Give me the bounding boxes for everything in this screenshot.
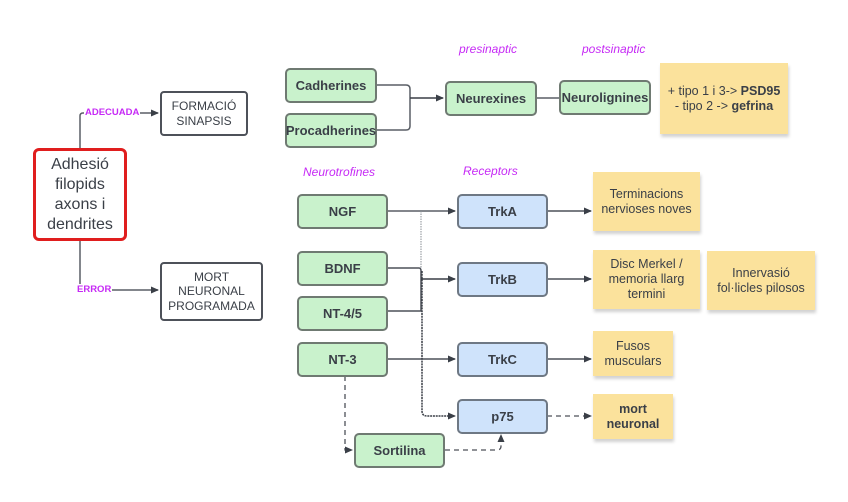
mort-line-3: PROGRAMADA [168,298,255,313]
formacio-line-2: SINAPSIS [176,113,232,128]
node-mort-neuronal-programada[interactable]: MORT NEURONAL PROGRAMADA [160,262,263,321]
node-trka[interactable]: TrkA [457,194,548,229]
edge-nt3-sortilina [344,376,353,454]
node-nt3[interactable]: NT-3 [297,342,388,377]
root-line-4: dendrites [47,215,113,233]
node-bdnf[interactable]: BDNF [297,251,388,286]
node-neurexines[interactable]: Neurexines [445,81,537,116]
trkb-effect-line-3: termini [627,287,666,301]
mort-line-2: NEURONAL [178,284,245,299]
trkc-effect-line-2: musculars [604,353,662,368]
sticky-note-psd95-gefrina[interactable]: + tipo 1 i 3-> PSD95 - tipo 2 -> gefrina [660,63,788,134]
edge-sortilina-p75 [445,434,505,451]
edge-label-error: ERROR [76,284,113,295]
edge-label-adecuada: ADECUADA [84,107,141,118]
label-postsinaptic: postsinaptic [582,42,646,56]
trka-effect-line-1: Terminacions [609,186,684,201]
label-presinaptic: presinaptic [459,42,518,56]
node-procadherines[interactable]: Procadherines [285,113,377,148]
p75-effect-line-1: mort [619,401,647,416]
edge-trunk-p75 [421,271,456,420]
note-line-2-text: - tipo 2 -> [674,98,732,113]
node-trkb[interactable]: TrkB [457,262,548,297]
mort-line-1: MORT [193,269,230,284]
sticky-note-trkb-effect[interactable]: Disc Merkel / memoria llarg termini [593,250,700,309]
trkb-effect-line-2: memoria llarg [608,272,685,286]
formacio-line-1: FORMACIÓ [171,99,237,114]
node-nt45[interactable]: NT-4/5 [297,296,388,331]
sticky-note-trkc-effect[interactable]: Fusos musculars [593,331,673,376]
node-ngf[interactable]: NGF [297,194,388,229]
note-line-1: + tipo 1 i 3-> PSD95 [668,84,781,99]
p75-effect-line-2: neuronal [606,416,660,431]
sticky-note-trka-effect[interactable]: Terminacions nervioses noves [593,172,700,231]
node-trkc[interactable]: TrkC [457,342,548,377]
trkb-effect-line-1: Disc Merkel / [610,257,683,271]
sticky-note-p75-effect[interactable]: mort neuronal [593,394,673,439]
note-line-2: - tipo 2 -> gefrina [675,99,773,114]
trkc-effect-line-1: Fusos [615,338,651,353]
label-receptors: Receptors [463,164,518,178]
root-node-adhesio[interactable]: Adhesió filopids axons i dendrites [33,148,127,241]
edge-bdnf-trkb [387,267,422,312]
root-line-1: Adhesió [51,155,109,173]
innervacio-line-2: fol·licles pilosos [717,280,805,295]
label-neurotrofines: Neurotrofines [303,165,376,179]
edge-adecuada [79,109,159,148]
trka-effect-line-2: nervioses noves [601,201,692,216]
note-line-1-text: + tipo 1 i 3-> [667,83,741,98]
edge-cadherines-neurexines [377,84,411,131]
edge-error [79,240,159,294]
node-formacio-sinapsis[interactable]: FORMACIÓ SINAPSIS [160,91,248,136]
node-cadherines[interactable]: Cadherines [285,68,377,103]
note-gefrina: gefrina [731,98,774,113]
node-neurolignines[interactable]: Neurolignines [559,80,651,115]
node-sortilina[interactable]: Sortilina [354,433,445,468]
root-line-2: filopids [55,175,105,193]
root-line-3: axons i [54,195,106,213]
innervacio-line-1: Innervasió [732,265,790,280]
note-psd95: PSD95 [740,83,781,98]
sticky-note-innervacio[interactable]: Innervasió fol·licles pilosos [707,251,815,310]
node-p75[interactable]: p75 [457,399,548,434]
